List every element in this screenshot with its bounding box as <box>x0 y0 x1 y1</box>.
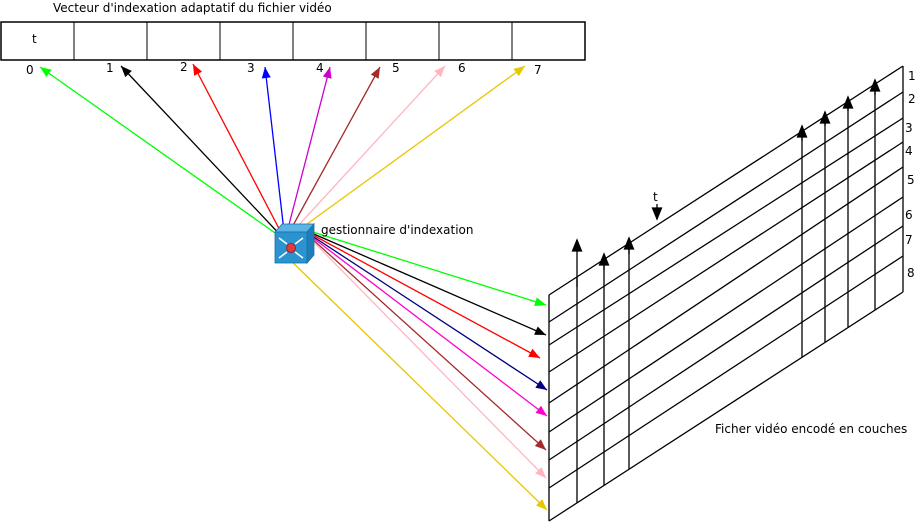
arrowhead <box>370 67 380 79</box>
network-switch-icon <box>274 222 315 265</box>
layer-label: 2 <box>908 92 916 106</box>
layer-boundary <box>548 255 904 489</box>
arrow-to-layer-5 <box>299 227 548 417</box>
vector-title: Vecteur d'indexation adaptatif du fichie… <box>53 1 332 15</box>
index-labels: 0 1 2 3 4 5 6 7 <box>26 60 542 77</box>
arrowhead <box>819 110 831 124</box>
arrowhead <box>535 499 547 510</box>
arrow-to-layer-7 <box>299 227 547 479</box>
arrowhead <box>651 207 663 221</box>
index-label: 5 <box>392 61 400 75</box>
arrow-to-index-4 <box>284 66 331 241</box>
manager-to-vector-arrows <box>39 63 526 241</box>
arrowhead <box>535 380 547 390</box>
layer-boundary <box>548 196 904 433</box>
arrowhead <box>571 238 583 252</box>
arrow-to-index-2 <box>192 63 286 241</box>
arrowhead <box>528 348 540 358</box>
arrowhead <box>842 95 854 109</box>
arrowhead <box>796 124 808 138</box>
index-label: 0 <box>26 63 34 77</box>
vector-cell-t-label: t <box>32 32 37 46</box>
layer-boundary <box>548 225 904 461</box>
arrow-to-layer-8 <box>284 254 548 511</box>
index-vector: t <box>0 21 586 61</box>
arrow-to-index-6 <box>284 65 446 241</box>
index-label: 2 <box>180 60 188 74</box>
layer-boundary <box>548 91 904 323</box>
layer-label: 8 <box>907 266 915 280</box>
layer-boundary <box>548 291 904 522</box>
layer-boundary <box>548 141 904 373</box>
manager-to-layer-arrows <box>284 227 548 511</box>
arrow-to-layer-6 <box>299 227 547 451</box>
arrow-to-index-0 <box>39 66 286 241</box>
arrow-to-layer-4 <box>299 227 548 391</box>
layer-label: 6 <box>905 208 913 222</box>
layer-label: 4 <box>905 144 913 158</box>
arrowhead <box>434 66 445 78</box>
arrowhead <box>261 67 271 79</box>
index-label: 4 <box>316 61 324 75</box>
arrow-to-layer-3 <box>299 227 541 359</box>
index-label: 1 <box>106 61 114 75</box>
arrowhead <box>623 236 635 250</box>
arrow-to-layer-1 <box>299 227 547 306</box>
arrowhead <box>193 64 203 76</box>
layer-label: 3 <box>905 121 913 135</box>
time-arrows <box>571 78 881 287</box>
arrowhead <box>322 67 332 79</box>
arrowhead <box>869 78 881 92</box>
layered-video-file <box>548 65 904 522</box>
arrowhead <box>534 326 546 335</box>
arrowhead <box>121 66 132 78</box>
layer-label: 5 <box>907 173 915 187</box>
arrow-to-index-3 <box>264 66 286 241</box>
arrowhead <box>535 405 547 416</box>
arrow-to-index-7 <box>284 65 526 241</box>
index-label: 7 <box>534 63 542 77</box>
video-file-label: Ficher vidéo encodé en couches <box>715 422 907 436</box>
layer-label: 7 <box>905 233 913 247</box>
arrowhead <box>40 67 52 78</box>
layer-labels: 1 2 3 4 5 6 7 8 <box>905 69 916 280</box>
index-label: 3 <box>247 61 255 75</box>
time-label: t <box>653 190 658 204</box>
manager-label: gestionnaire d'indexation <box>321 223 473 237</box>
arrow-to-index-1 <box>120 65 286 241</box>
arrow-to-index-5 <box>284 66 381 241</box>
arrowhead <box>535 467 546 478</box>
arrow-to-layer-2 <box>299 227 547 336</box>
layer-boundary <box>548 117 904 346</box>
layer-label: 1 <box>908 69 916 83</box>
layer-boundary <box>548 65 904 296</box>
layer-boundary <box>548 166 904 404</box>
index-label: 6 <box>458 61 466 75</box>
arrowhead <box>598 252 610 266</box>
arrowhead <box>534 297 546 307</box>
arrowhead <box>534 439 546 450</box>
arrowhead <box>513 66 525 77</box>
